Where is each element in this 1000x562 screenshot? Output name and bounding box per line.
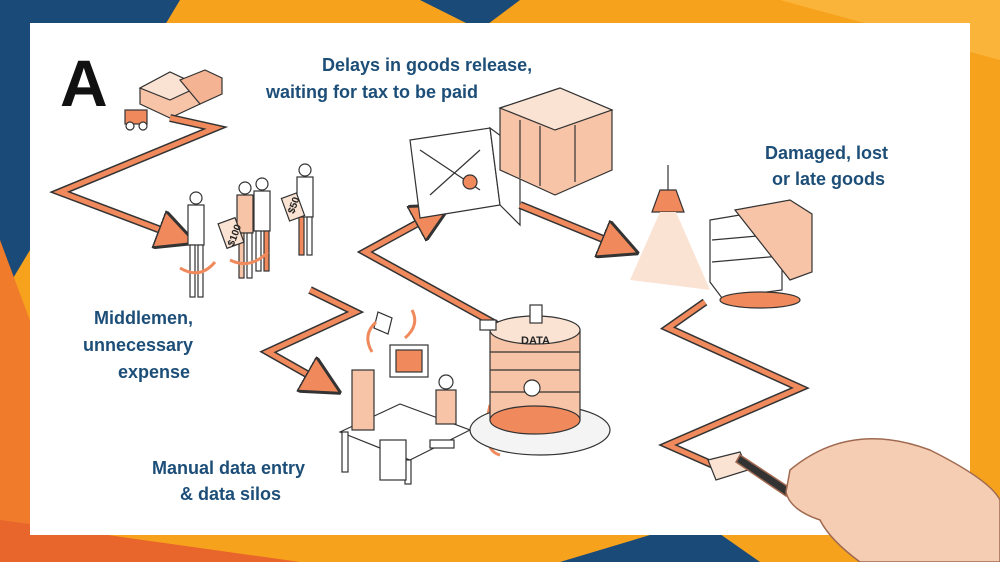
drawing-hand bbox=[735, 438, 1000, 562]
damaged-label-line2: or late goods bbox=[772, 169, 886, 189]
manual-entry-illustration bbox=[338, 309, 501, 485]
middlemen-label-line1: Middlemen, bbox=[94, 308, 194, 328]
middlemen-label-line3: expense bbox=[118, 362, 191, 382]
path-segment-5 bbox=[658, 298, 810, 472]
person-3 bbox=[253, 177, 271, 272]
brand-logo: A bbox=[60, 46, 108, 120]
customs-gate-illustration bbox=[409, 87, 614, 227]
delays-label-line1: Delays in goods release, bbox=[322, 55, 533, 75]
manual-entry-label-line1: Manual data entry bbox=[152, 458, 306, 478]
manual-entry-label-line2: & data silos bbox=[180, 484, 282, 504]
database-label: DATA bbox=[521, 335, 550, 347]
person-1 bbox=[187, 191, 205, 298]
path-segment-3 bbox=[356, 208, 512, 336]
damaged-goods-illustration bbox=[630, 165, 813, 309]
database-illustration bbox=[469, 304, 611, 456]
middlemen-label-line2: unnecessary bbox=[83, 335, 194, 355]
person-2 bbox=[236, 181, 254, 279]
damaged-label-line1: Damaged, lost bbox=[765, 143, 889, 163]
delays-label-line2: waiting for tax to be paid bbox=[266, 82, 479, 102]
farm-illustration bbox=[124, 69, 223, 131]
middlemen-illustration bbox=[179, 163, 314, 298]
